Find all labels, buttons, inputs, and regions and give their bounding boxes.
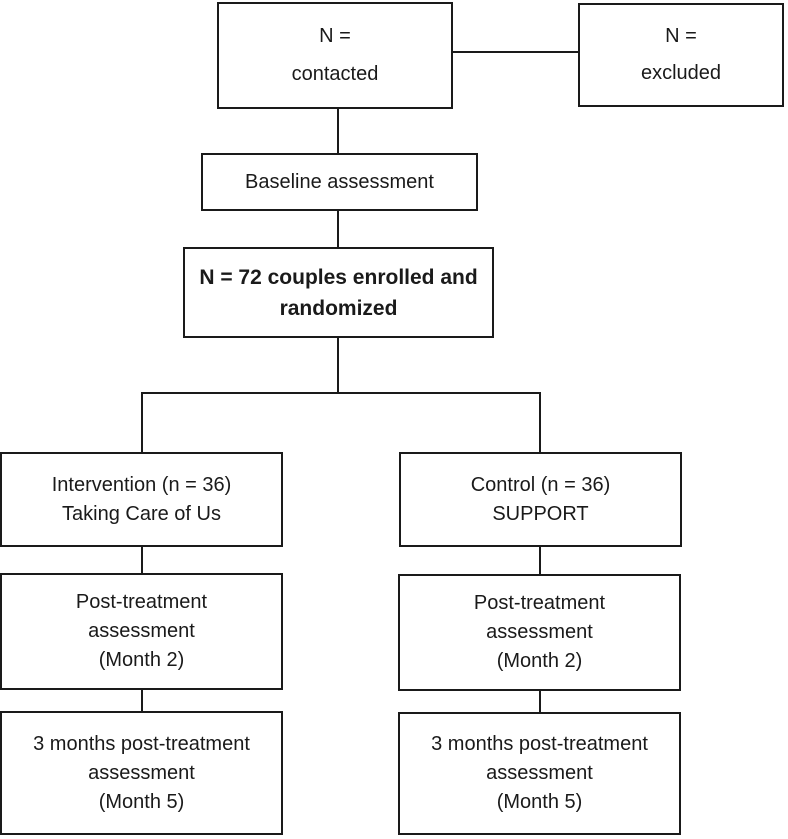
node-baseline-label: Baseline assessment bbox=[245, 170, 434, 193]
node-enrolled-randomized: N = 72 couples enrolled and randomized bbox=[183, 247, 494, 338]
node-contacted: N = contacted bbox=[217, 2, 453, 109]
node-followup-right: 3 months post-treatment assessment (Mont… bbox=[398, 712, 681, 835]
node-post-left-line: (Month 2) bbox=[98, 649, 185, 671]
node-intervention-line: Intervention (n = 36) bbox=[51, 473, 232, 496]
node-followup-left: 3 months post-treatment assessment (Mont… bbox=[0, 711, 283, 835]
node-contacted-line: contacted bbox=[291, 63, 379, 86]
node-post-treatment-left: Post-treatment assessment (Month 2) bbox=[0, 573, 283, 690]
node-control-line: SUPPORT bbox=[492, 502, 589, 525]
node-intervention-line: Taking Care of Us bbox=[62, 502, 221, 525]
node-excluded: N = excluded bbox=[578, 3, 784, 107]
node-followup-left-line: assessment bbox=[88, 761, 195, 784]
node-intervention-arm: Intervention (n = 36) Taking Care of Us bbox=[0, 452, 283, 547]
node-followup-right-line: 3 months post-treatment bbox=[431, 733, 648, 755]
node-excluded-line: N = bbox=[665, 24, 697, 47]
node-post-left-line: assessment bbox=[88, 620, 195, 642]
connector-contacted-excluded bbox=[452, 51, 578, 53]
node-excluded-line: excluded bbox=[640, 62, 722, 85]
node-control-arm: Control (n = 36) SUPPORT bbox=[399, 452, 682, 547]
node-followup-right-line: (Month 5) bbox=[496, 791, 583, 813]
node-post-treatment-right: Post-treatment assessment (Month 2) bbox=[398, 574, 681, 691]
connector-branch-horizontal bbox=[141, 392, 541, 394]
node-post-left-line: Post-treatment bbox=[75, 591, 208, 613]
connector-post-followup-right bbox=[539, 691, 541, 712]
node-followup-left-line: (Month 5) bbox=[98, 790, 185, 813]
node-enrolled-line: N = 72 couples enrolled and bbox=[199, 265, 478, 289]
connector-branch-to-control bbox=[539, 392, 541, 452]
node-post-right-line: assessment bbox=[486, 621, 593, 643]
connector-intervention-post bbox=[141, 547, 143, 573]
node-enrolled-line: randomized bbox=[279, 296, 398, 320]
node-contacted-line: N = bbox=[319, 24, 351, 47]
connector-enrolled-branch bbox=[337, 338, 339, 394]
node-baseline-assessment: Baseline assessment bbox=[201, 153, 478, 211]
connector-post-followup-left bbox=[141, 690, 143, 711]
node-post-right-line: Post-treatment bbox=[473, 592, 606, 614]
node-followup-right-line: assessment bbox=[486, 762, 593, 784]
connector-contacted-baseline bbox=[337, 109, 339, 153]
connector-branch-to-intervention bbox=[141, 392, 143, 452]
connector-control-post bbox=[539, 547, 541, 574]
node-control-line: Control (n = 36) bbox=[470, 473, 611, 496]
node-followup-left-line: 3 months post-treatment bbox=[33, 732, 250, 755]
connector-baseline-enrolled bbox=[337, 211, 339, 247]
node-post-right-line: (Month 2) bbox=[496, 650, 583, 672]
